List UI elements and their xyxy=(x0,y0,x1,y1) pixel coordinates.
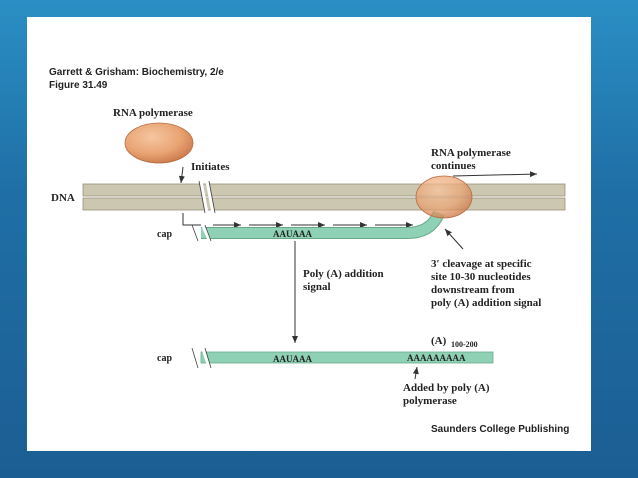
nascent-rna-start-line xyxy=(182,213,201,226)
rna-break-lines-bottom xyxy=(191,347,212,369)
polya-tail-label: (A) xyxy=(431,335,447,347)
added-by-arrow xyxy=(412,366,419,380)
rna-break-mark-bottom xyxy=(191,348,211,368)
continues-label-1: RNA polymerase xyxy=(431,147,511,159)
cleavage-line-3: downstream from xyxy=(431,284,515,296)
publisher-credit: Saunders College Publishing xyxy=(431,424,569,435)
dna-strand-top xyxy=(82,183,566,197)
slide-panel: Garrett & Grisham: Biochemistry, 2/e Fig… xyxy=(27,17,591,451)
cleavage-line-2: site 10-30 nucleotides xyxy=(431,271,531,283)
rna-strand-bottom xyxy=(200,351,494,364)
dna-label: DNA xyxy=(51,192,75,204)
rna-polymerase-label: RNA polymerase xyxy=(113,107,193,119)
citation-line-1: Garrett & Grisham: Biochemistry, 2/e xyxy=(49,67,224,78)
cleavage-arrow xyxy=(444,228,464,250)
rna-strand-top xyxy=(201,210,444,238)
polya-sequence: AAAAAAAAA xyxy=(407,353,466,363)
aauaaa-top: AAUAAA xyxy=(273,229,312,239)
cap-label-top: cap xyxy=(157,229,172,240)
polya-signal-line-1: Poly (A) addition xyxy=(303,268,384,280)
aauaaa-bottom: AAUAAA xyxy=(273,354,312,364)
cap-label-bottom: cap xyxy=(157,353,172,364)
continues-label-2: continues xyxy=(431,160,476,172)
rna-break-mark-top xyxy=(191,225,211,241)
citation-line-2: Figure 31.49 xyxy=(49,80,108,91)
added-by-line-2: polymerase xyxy=(403,395,457,407)
initiates-label: Initiates xyxy=(191,161,230,173)
rna-polymerase-start xyxy=(124,122,194,164)
continues-arrow xyxy=(452,171,538,178)
dna-break-lines xyxy=(198,180,216,214)
polya-signal-line-2: signal xyxy=(303,281,331,293)
polyadenylation-diagram: Garrett & Grisham: Biochemistry, 2/e Fig… xyxy=(49,67,569,435)
added-by-line-1: Added by poly (A) xyxy=(403,382,490,394)
cleavage-line-1: 3′ cleavage at specific xyxy=(431,258,532,270)
dna-break-mark xyxy=(199,180,215,214)
dna-strand-bottom xyxy=(82,197,566,211)
cleavage-line-4: poly (A) addition signal xyxy=(431,297,541,309)
rna-break-lines-top xyxy=(191,224,212,242)
polya-tail-subscript: 100-200 xyxy=(451,340,478,349)
initiates-arrow xyxy=(178,166,185,184)
